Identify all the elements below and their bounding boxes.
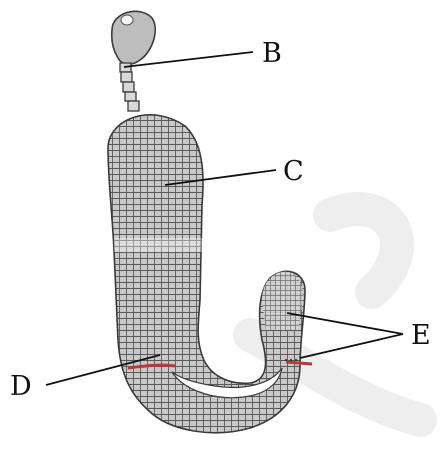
basal-cell-nucleus	[121, 15, 133, 25]
leader-e-lower	[300, 334, 403, 358]
label-d: D	[10, 371, 32, 402]
label-e: E	[411, 320, 431, 351]
suspensor	[120, 63, 139, 111]
label-c: C	[283, 156, 304, 187]
pale-band	[114, 238, 204, 252]
leader-e-upper	[287, 313, 403, 334]
cotyledon-tip	[262, 272, 303, 330]
marker-e	[286, 362, 312, 364]
label-b: B	[262, 38, 282, 69]
basal-cell	[112, 11, 155, 64]
